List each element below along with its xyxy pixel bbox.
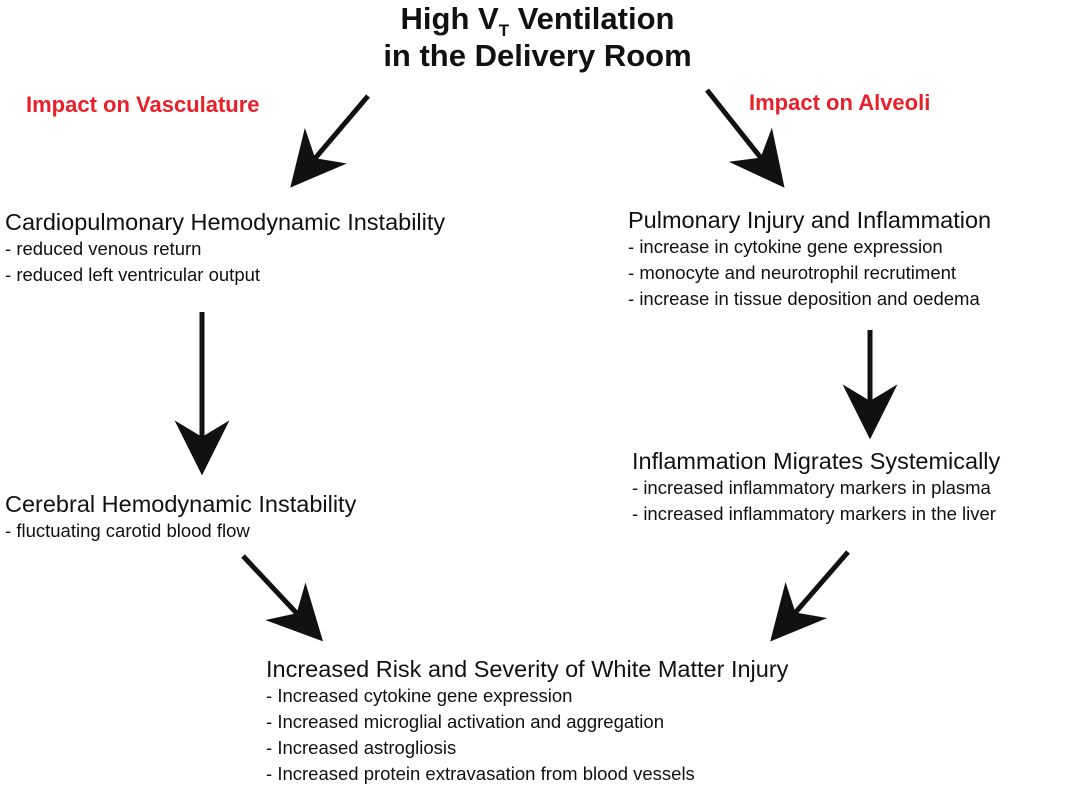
- list-item: increase in tissue deposition and oedema: [628, 286, 991, 312]
- cardiopulmonary-heading: Cardiopulmonary Hemodynamic Instability: [5, 209, 446, 235]
- list-item: monocyte and neurotrophil recrutiment: [628, 260, 991, 286]
- list-item: Increased cytokine gene expression: [266, 683, 788, 709]
- white-matter-node: Increased Risk and Severity of White Mat…: [266, 655, 788, 787]
- impact-alveoli-label: Impact on Alveoli: [749, 90, 931, 115]
- white-matter-heading: Increased Risk and Severity of White Mat…: [266, 656, 789, 682]
- pulmonary-heading: Pulmonary Injury and Inflammation: [628, 207, 992, 233]
- diagram-title-line-2: in the Delivery Room: [383, 38, 692, 73]
- list-item: Increased protein extravasation from blo…: [266, 761, 788, 787]
- cerebral-node: Cerebral Hemodynamic Instability fluctua…: [5, 490, 356, 544]
- cerebral-heading: Cerebral Hemodynamic Instability: [5, 491, 357, 517]
- list-item: fluctuating carotid blood flow: [5, 518, 356, 544]
- impact-vasculature-label: Impact on Vasculature: [26, 92, 260, 117]
- list-item: increase in cytokine gene expression: [628, 234, 991, 260]
- list-item: reduced venous return: [5, 236, 445, 262]
- cardiopulmonary-node: Cardiopulmonary Hemodynamic Instability …: [5, 208, 445, 288]
- title-suffix: Ventilation: [509, 1, 675, 36]
- pulmonary-node: Pulmonary Injury and Inflammation increa…: [628, 206, 991, 312]
- systemic-heading: Inflammation Migrates Systemically: [632, 448, 1001, 474]
- list-item: increased inflammatory markers in the li…: [632, 501, 1000, 527]
- arrow-title-to-cardiopulmonary: [290, 94, 370, 188]
- cardiopulmonary-list: reduced venous return reduced left ventr…: [5, 236, 445, 288]
- arrow-systemic-to-white-matter: [770, 550, 850, 642]
- arrow-cerebral-to-white-matter: [241, 554, 324, 642]
- cerebral-list: fluctuating carotid blood flow: [5, 518, 356, 544]
- list-item: Increased microglial activation and aggr…: [266, 709, 788, 735]
- list-item: reduced left ventricular output: [5, 262, 445, 288]
- systemic-node: Inflammation Migrates Systemically incre…: [632, 447, 1000, 527]
- systemic-list: increased inflammatory markers in plasma…: [632, 475, 1000, 527]
- white-matter-list: Increased cytokine gene expression Incre…: [266, 683, 788, 787]
- pulmonary-list: increase in cytokine gene expression mon…: [628, 234, 991, 312]
- title-prefix: High V: [400, 1, 499, 36]
- list-item: Increased astrogliosis: [266, 735, 788, 761]
- title-subscript: T: [498, 21, 510, 41]
- list-item: increased inflammatory markers in plasma: [632, 475, 1000, 501]
- diagram-title-line-1: High VT Ventilation: [0, 0, 1075, 50]
